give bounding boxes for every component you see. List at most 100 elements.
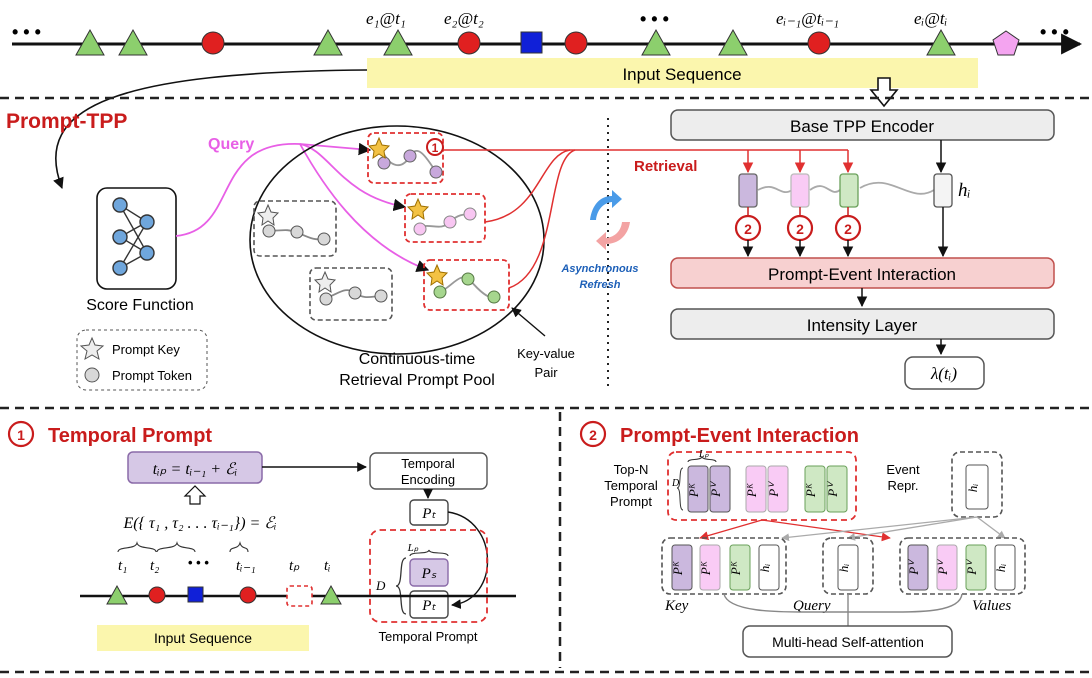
prompt-token-icon — [84, 367, 100, 383]
retrieval-label: Retrieval — [634, 158, 697, 175]
retrieved-prompt-purple — [738, 173, 758, 208]
pt-lower-label: Pₜ — [421, 598, 436, 614]
brace-to-attention — [723, 593, 963, 613]
neural-net-icon — [112, 197, 155, 276]
t-ellipsis: • • • — [188, 555, 209, 570]
temporal-input-highlight — [97, 625, 309, 651]
pei-panel: 2 Prompt-Event Interaction Top-N Tempora… — [579, 420, 1026, 658]
d-label: D — [375, 578, 386, 593]
legend-box — [76, 329, 208, 391]
encoding-equation: E({ τ₁ , τ₂ . . . τᵢ₋₁}) = ℰᵢ — [122, 515, 276, 532]
base-tpp-encoder-box — [670, 109, 1055, 141]
topn-line2: Temporal — [604, 478, 658, 493]
rotated-labels: Pᴷ Pⱽ Pᴷ Pⱽ Pᴷ Pⱽ hᵢ Pᴷ Pᴷ Pᴷ hᵢ hᵢ Pⱽ P… — [670, 481, 1008, 576]
input-sequence-highlight — [367, 58, 978, 88]
pt-label: Pₜ — [421, 506, 436, 522]
topn-purple-pv — [709, 465, 731, 513]
hidden-state-label: hᵢ — [958, 180, 971, 201]
topn-purple-pk-label: Pᴷ — [686, 482, 701, 498]
prompt-pool-ellipse — [249, 125, 545, 355]
hidden-state-box — [933, 173, 953, 208]
ti-label: tᵢ — [324, 558, 331, 574]
temporal-encoding-line2: Encoding — [401, 472, 455, 487]
query-arrow-1 — [175, 142, 372, 237]
topn-green-pv — [826, 465, 848, 513]
selected-prompt-purple — [367, 132, 444, 184]
values-hi-label: hᵢ — [993, 564, 1008, 573]
mhsa-box — [742, 625, 953, 658]
query-hi — [837, 544, 859, 591]
kv-pointer-arrow — [511, 307, 546, 337]
selected-prompt-green — [423, 259, 510, 311]
temporal-encoding-line1: Temporal — [401, 456, 455, 471]
marker-2-label-b: 2 — [796, 221, 804, 237]
t1-label: t₁ — [118, 558, 127, 574]
event-circle — [564, 31, 588, 55]
event-triangle — [383, 28, 413, 56]
query-label: Query — [208, 136, 254, 153]
query-label-pei: Query — [793, 598, 831, 614]
base-tpp-encoder-label: Base TPP Encoder — [790, 117, 934, 136]
prompt-key-icon — [79, 336, 105, 361]
event-triangle — [926, 28, 956, 56]
event-label-i-minus-1: eᵢ₋₁@tᵢ₋₁ — [776, 9, 839, 28]
temporal-input-label: Input Sequence — [154, 630, 252, 646]
lambda-box — [904, 356, 985, 390]
async-label-line2: Refresh — [580, 279, 621, 291]
intensity-layer-label: Intensity Layer — [807, 316, 918, 335]
marker-2-label-c: 2 — [844, 221, 852, 237]
event-triangle — [718, 28, 748, 56]
timeline-ellipsis-right: • • • — [1040, 22, 1069, 42]
score-function-label: Score Function — [86, 297, 194, 314]
selected-prompt-pink — [404, 193, 486, 243]
event-label-i: eᵢ@tᵢ — [914, 9, 947, 28]
marker-1-circle — [426, 138, 444, 156]
key-pink-pk — [699, 544, 721, 591]
event-square — [520, 31, 543, 54]
event-label-1: e₁@t₁ — [366, 9, 406, 28]
values-purple-label: Pⱽ — [906, 559, 921, 576]
section-1-circle — [7, 420, 35, 448]
refresh-arrow-blue — [590, 190, 622, 220]
encoder-stack: Base TPP Encoder hᵢ 2 2 2 Prompt-Event I… — [670, 109, 1055, 390]
kv-label-line2: Pair — [534, 365, 558, 380]
event-repr-line1: Event — [886, 462, 920, 477]
retrieval-arrows — [443, 149, 854, 289]
pool-label-line1: Continuous-time — [359, 351, 476, 368]
topn-d-label: D — [671, 478, 680, 489]
tp-event-square — [187, 586, 204, 603]
prompt-tpp-panel: Prompt-TPP Score Function Prompt Key Pro… — [6, 110, 854, 391]
topn-pink-pk — [745, 465, 767, 513]
event-circle — [807, 31, 831, 55]
pt-box-lower — [409, 590, 449, 619]
ps-box — [409, 558, 449, 587]
lambda-label: λ(tᵢ) — [930, 364, 957, 383]
section-1-number: 1 — [17, 427, 25, 443]
section-2-number: 2 — [589, 427, 597, 443]
pei-title: Prompt-Event Interaction — [620, 425, 859, 447]
intensity-layer-box — [670, 308, 1055, 340]
temporal-prompt-panel: 1 Temporal Prompt tᵢₚ = tᵢ₋₁ + ℰᵢ E({ τ₁… — [7, 420, 516, 651]
event-triangle — [641, 28, 671, 56]
event-pentagon — [992, 30, 1020, 56]
tp-event-triangle — [320, 584, 342, 605]
values-label: Values — [972, 598, 1011, 614]
tp-placeholder — [286, 585, 313, 607]
topn-line3: Prompt — [610, 494, 652, 509]
values-green-pv — [965, 544, 987, 591]
marker-2-group — [734, 207, 949, 258]
event-repr-line2: Repr. — [887, 478, 918, 493]
topn-pink-pv — [767, 465, 789, 513]
topn-purple-pv-label: Pⱽ — [708, 481, 723, 498]
query-arrow-2 — [299, 143, 407, 212]
key-purple-pk — [671, 544, 693, 591]
topn-lp-label: Lₚ — [698, 449, 710, 460]
event-repr-hi-label: hᵢ — [965, 484, 980, 493]
key-green-pk — [729, 544, 751, 591]
topn-pink-pv-label: Pⱽ — [766, 481, 781, 498]
tp-event-triangle — [106, 584, 128, 605]
event-label-2: e₂@t₂ — [444, 9, 484, 28]
values-hi — [994, 544, 1016, 591]
query-hi-label: hᵢ — [836, 564, 851, 573]
